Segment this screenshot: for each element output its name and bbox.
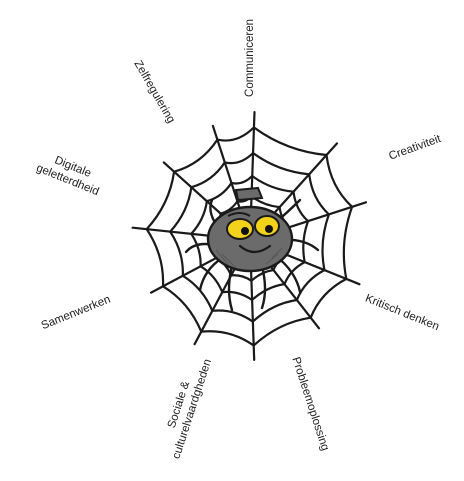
- spider-icon: [184, 186, 320, 312]
- web-ring: [145, 126, 354, 347]
- label-communiceren: Communiceren: [243, 19, 256, 97]
- web-ring: [190, 174, 310, 302]
- web-ring: [169, 151, 330, 323]
